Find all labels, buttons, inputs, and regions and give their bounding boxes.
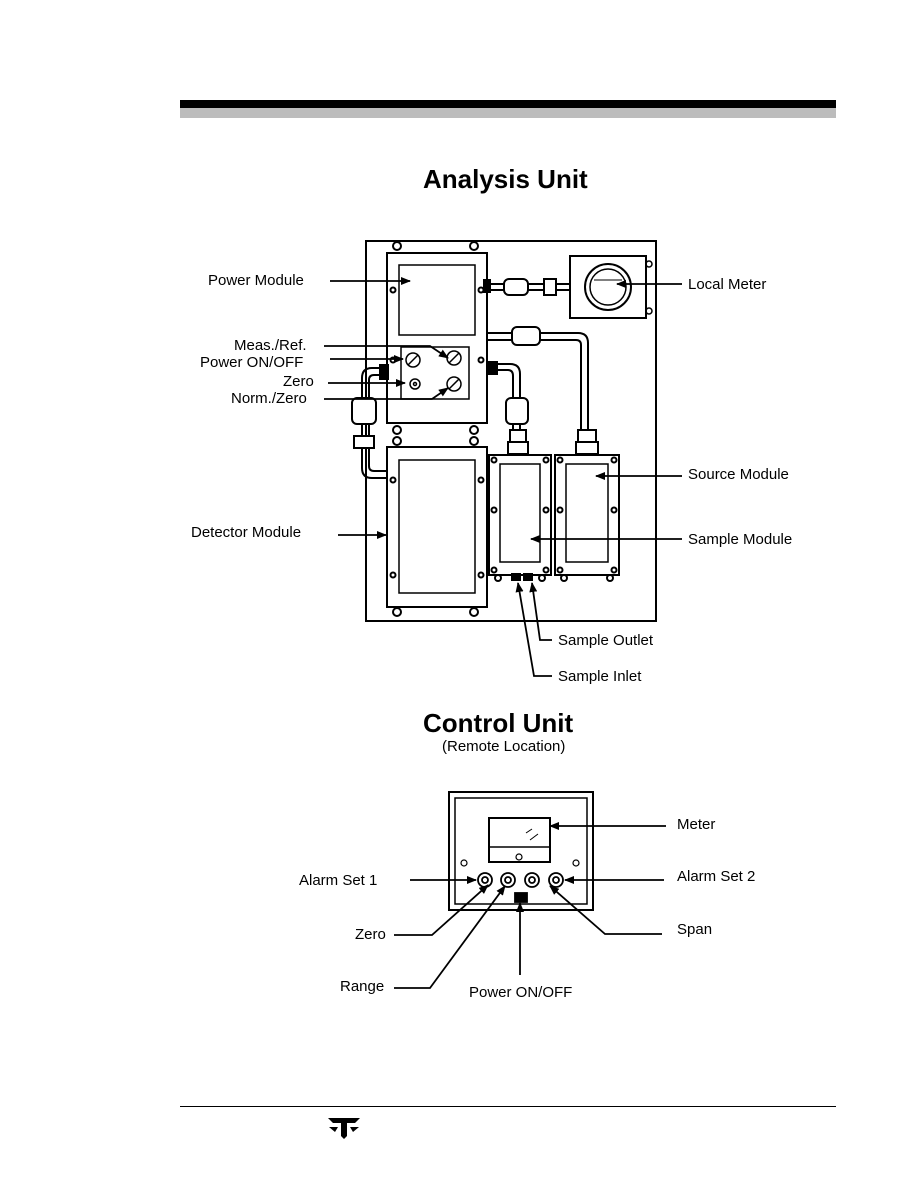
sample-module: [488, 454, 552, 582]
label-meas-ref: Meas./Ref.: [234, 337, 307, 354]
label-control-power-on-off: Power ON/OFF: [469, 984, 573, 1001]
control-knobs: [477, 872, 564, 903]
label-span: Span: [677, 921, 713, 938]
label-zero: Zero: [283, 373, 314, 390]
footer-rule: [180, 1106, 836, 1107]
power-module: [386, 241, 488, 435]
label-power-on-off: Power ON/OFF: [200, 354, 304, 371]
analysis-unit-enclosure: [365, 240, 657, 622]
label-norm-zero: Norm./Zero: [231, 390, 307, 407]
label-detector-module: Detector Module: [191, 524, 302, 541]
control-meter: [460, 817, 580, 867]
source-module: [554, 454, 620, 582]
control-leader-lines: [394, 822, 666, 989]
control-unit-title: Control Unit: [423, 708, 574, 738]
teledyne-logo-icon: [328, 1118, 360, 1139]
power-control-panel: [400, 346, 470, 400]
label-range: Range: [340, 978, 385, 995]
label-local-meter: Local Meter: [688, 276, 767, 293]
analysis-unit-title: Analysis Unit: [423, 164, 588, 194]
label-sample-module: Sample Module: [688, 531, 793, 548]
label-meter: Meter: [677, 816, 716, 833]
label-source-module: Source Module: [688, 466, 789, 483]
piping: [351, 278, 599, 581]
label-alarm-set-1: Alarm Set 1: [299, 872, 378, 889]
header-band: [180, 108, 836, 118]
label-power-module: Power Module: [208, 272, 304, 289]
label-sample-outlet: Sample Outlet: [558, 632, 654, 649]
control-unit-subtitle: (Remote Location): [442, 738, 566, 755]
analysis-leader-lines: [324, 277, 682, 677]
local-meter: [569, 255, 653, 319]
label-sample-inlet: Sample Inlet: [558, 668, 642, 685]
header-rule: [180, 100, 836, 108]
detector-module: [386, 436, 488, 617]
label-control-zero: Zero: [355, 926, 386, 943]
label-alarm-set-2: Alarm Set 2: [677, 868, 756, 885]
